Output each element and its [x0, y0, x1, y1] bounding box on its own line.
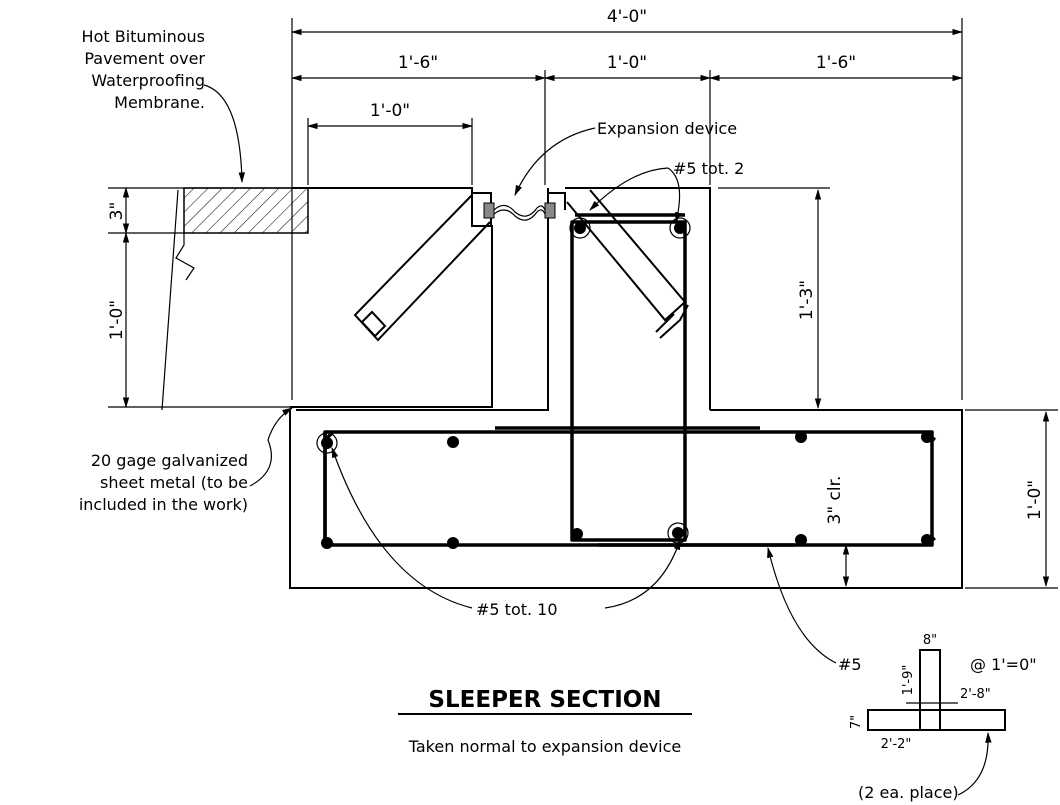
bar-detail-right-leg: 2'-8": [960, 687, 991, 702]
right-anchor: [566, 189, 689, 339]
pavement-note-line2: Pavement over: [84, 49, 205, 68]
pavement-width-label: 1'-0": [370, 101, 410, 121]
bar-spacing-bar-note: #5: [838, 655, 862, 674]
left-depth-label: 1'-0": [107, 300, 127, 340]
bar-spacing-value-note: @ 1'=0": [970, 655, 1037, 674]
title-block: SLEEPER SECTION Taken normal to expansio…: [398, 687, 692, 756]
upper-depth-label: 1'-3": [797, 280, 817, 320]
left-width-label: 1'-6": [398, 53, 438, 73]
expansion-device-note: Expansion device: [597, 119, 737, 138]
bar-detail-top: 8": [923, 633, 937, 648]
section-title: SLEEPER SECTION: [428, 687, 661, 713]
left-anchor: [353, 194, 491, 342]
dimension-labels: 4'-0" 1'-6" 1'-0" 1'-6" 1'-0" 3" 1'-0" 1…: [107, 7, 1045, 524]
right-width-label: 1'-6": [816, 53, 856, 73]
sheet-metal-note-line2: sheet metal (to be: [100, 473, 248, 492]
upper-bars-note: #5 tot. 2: [673, 159, 744, 178]
bar-dots: [316, 217, 933, 549]
sheet-metal-note-line3: included in the work): [79, 495, 248, 514]
leader-lines: [161, 84, 992, 796]
note-labels: Hot Bituminous Pavement over Waterproofi…: [79, 27, 1037, 802]
sleeper-depth-label: 1'-0": [1025, 480, 1045, 520]
pavement-note-line3: Waterproofing: [91, 71, 205, 90]
clearance-label: 3" clr.: [825, 476, 845, 525]
bar-detail-hook: 7": [849, 715, 864, 729]
pavement-note-line4: Membrane.: [114, 93, 205, 112]
bar-detail-labels: 8" 1'-9" 2'-8" 7" 2'-2": [849, 633, 991, 752]
place-note: (2 ea. place): [858, 783, 959, 802]
bar-detail-bottom: 2'-2": [881, 737, 912, 752]
pavement-note-line1: Hot Bituminous: [82, 27, 205, 46]
dimension-lines: [108, 18, 1058, 589]
reinforcing-bars: [323, 213, 937, 547]
pavement-hatch: [175, 187, 309, 281]
expansion-device: [483, 202, 556, 221]
center-width-label: 1'-0": [607, 53, 647, 73]
section-subtitle: Taken normal to expansion device: [408, 737, 681, 756]
pavement-depth-label: 3": [107, 202, 127, 221]
overall-width-label: 4'-0": [607, 7, 647, 27]
bar-detail-vertical: 1'-9": [901, 665, 916, 696]
lower-bars-note: #5 tot. 10: [476, 600, 558, 619]
sheet-metal-note-line1: 20 gage galvanized: [91, 451, 248, 470]
bar-bending-detail: [867, 649, 1006, 731]
